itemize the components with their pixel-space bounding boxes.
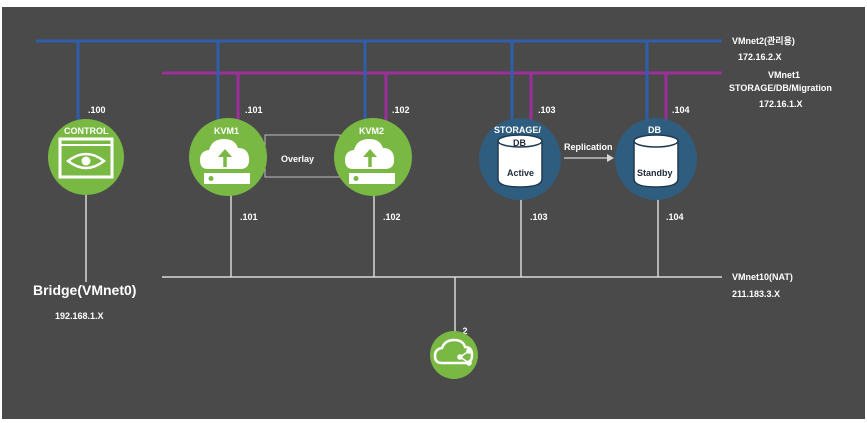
replication-arrowhead: [607, 154, 614, 162]
cloud-network-icon: [433, 338, 474, 366]
storage-ip-top: .103: [538, 105, 556, 115]
kvm1-node[interactable]: KVM1: [189, 118, 267, 196]
cloud-upload-server-icon: [345, 139, 395, 184]
database-icon: [497, 134, 543, 188]
replication-label: Replication: [564, 142, 613, 152]
vmnet1-subnet: 172.16.1.X: [759, 99, 803, 109]
storage-node[interactable]: STORAGE/ DB Active: [479, 118, 561, 200]
db-label: DB: [648, 125, 661, 135]
db-ip-bottom: .104: [666, 212, 684, 222]
storage-state: Active: [507, 168, 534, 178]
vmnet10-name: VMnet10(NAT): [732, 272, 793, 282]
kvm1-ip-top: .101: [245, 105, 263, 115]
storage-label-line2: DB: [513, 138, 526, 148]
storage-label-line1: STORAGE/: [494, 125, 541, 135]
database-icon: [633, 134, 679, 188]
kvm2-label: KVM2: [359, 126, 384, 136]
kvm2-node[interactable]: KVM2: [334, 118, 412, 196]
kvm1-ip-bottom: .101: [240, 212, 258, 222]
gateway-ip: .2: [460, 326, 468, 336]
control-label: CONTROL: [64, 126, 109, 136]
gateway-node[interactable]: [430, 331, 478, 379]
db-ip-top: .104: [672, 105, 690, 115]
vmnet1-name: VMnet1: [768, 70, 800, 80]
eye-window-icon: [58, 137, 114, 179]
db-node[interactable]: DB Standby: [615, 118, 697, 200]
bridge-subnet: 192.168.1.X: [55, 311, 104, 321]
kvm1-label: KVM1: [214, 126, 239, 136]
overlay-label: Overlay: [281, 154, 314, 164]
bridge-name: Bridge(VMnet0): [33, 282, 136, 298]
db-state: Standby: [637, 168, 673, 178]
control-node[interactable]: CONTROL: [48, 119, 124, 195]
diagram-svg: VMnet2(관리용) 172.16.2.X VMnet1 STORAGE/DB…: [33, 35, 832, 379]
control-ip: .100: [88, 105, 106, 115]
vmnet2-subnet: 172.16.2.X: [738, 52, 782, 62]
storage-ip-bottom: .103: [530, 212, 548, 222]
vmnet2-name: VMnet2(관리용): [732, 35, 795, 46]
kvm2-ip-top: .102: [392, 105, 410, 115]
kvm2-ip-bottom: .102: [383, 212, 401, 222]
vmnet1-purpose: STORAGE/DB/Migration: [729, 83, 832, 93]
vmnet10-subnet: 211.183.3.X: [732, 289, 780, 299]
network-diagram: VMnet2(관리용) 172.16.2.X VMnet1 STORAGE/DB…: [2, 7, 865, 419]
cloud-upload-server-icon: [200, 139, 250, 184]
